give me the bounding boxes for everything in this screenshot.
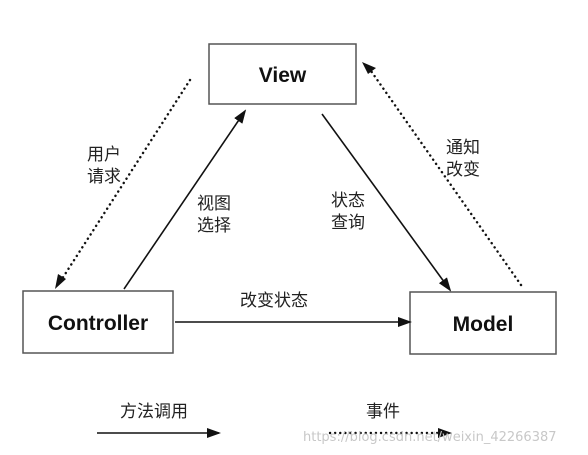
- controller-node: Controller: [22, 290, 174, 354]
- state-query-line-2: 查询: [331, 213, 365, 233]
- view-to-controller-dotted-line: [58, 78, 192, 284]
- notify-change-line-1: 通知: [446, 138, 480, 158]
- state-query-line-1: 状态: [331, 191, 365, 211]
- controller-label: Controller: [48, 312, 148, 335]
- view-select-line-1: 视图: [197, 194, 231, 214]
- view-select-label: 视图 选择: [197, 194, 231, 236]
- user-request-line-2: 请求: [87, 167, 121, 187]
- legend-dotted-arrowhead: [438, 428, 452, 438]
- legend: 方法调用 事件: [97, 402, 452, 438]
- change-state-label: 改变状态: [240, 291, 308, 311]
- notify-change-line-2: 改变: [446, 160, 480, 180]
- model-label: Model: [453, 313, 514, 336]
- user-request-line-1: 用户: [87, 145, 121, 165]
- controller-box: [22, 290, 174, 354]
- notify-change-label: 通知 改变: [446, 138, 480, 180]
- watermark-text: https://blog.csdn.net/weixin_42266387: [303, 430, 557, 445]
- view-label: View: [259, 64, 307, 87]
- user-request-label: 用户 请求: [87, 145, 121, 187]
- model-node: Model: [409, 291, 557, 355]
- view-to-model-arrow: [321, 113, 452, 292]
- view-select-line-2: 选择: [197, 216, 231, 236]
- model-box: [409, 291, 557, 355]
- view-to-controller-arrowhead: [55, 274, 66, 289]
- view-node: View: [208, 43, 357, 105]
- legend-event-label: 事件: [366, 402, 400, 422]
- controller-to-view-arrow: [123, 109, 247, 290]
- state-query-label: 状态 查询: [331, 191, 365, 233]
- legend-method-call-label: 方法调用: [120, 402, 188, 422]
- model-to-view-arrowhead: [362, 62, 376, 74]
- view-box: [208, 43, 357, 105]
